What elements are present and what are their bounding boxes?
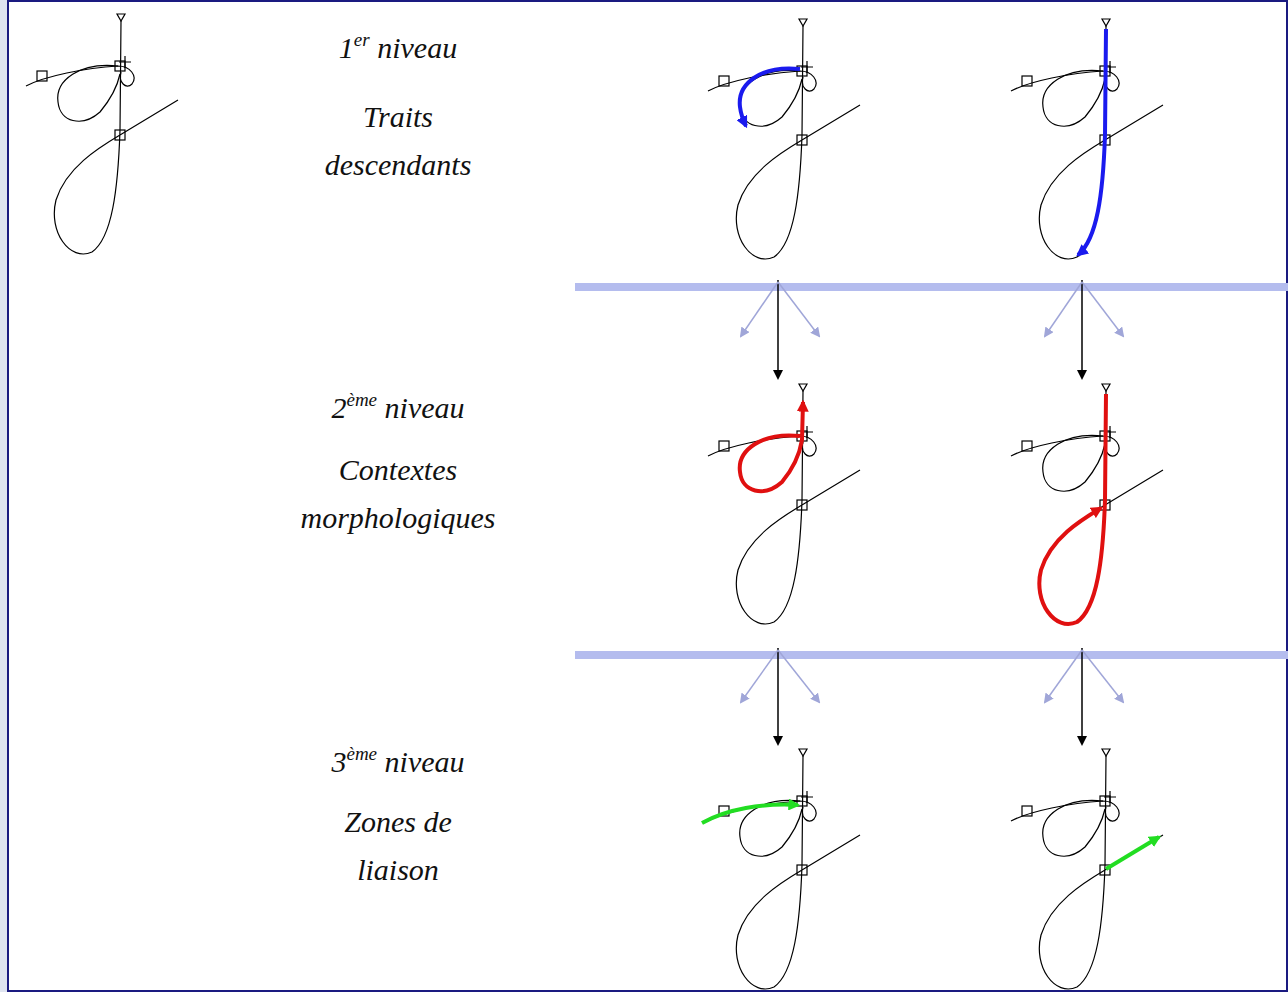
letter-figure bbox=[1011, 384, 1163, 624]
context-highlight bbox=[740, 402, 803, 491]
level-arrow bbox=[777, 280, 779, 378]
letter-figure bbox=[708, 749, 860, 989]
alternative-arrow bbox=[1082, 282, 1123, 336]
level-arrow bbox=[777, 648, 779, 744]
alternative-arrow bbox=[1045, 282, 1082, 336]
level-arrow bbox=[1081, 648, 1083, 744]
alternative-arrow bbox=[741, 282, 778, 336]
letter-figure bbox=[1011, 749, 1163, 989]
level-band bbox=[575, 651, 1288, 659]
level-arrow bbox=[1081, 280, 1083, 378]
stroke-highlight bbox=[1078, 29, 1106, 255]
alternative-arrow bbox=[778, 282, 819, 336]
context-highlight bbox=[1039, 394, 1106, 624]
alternative-arrow bbox=[778, 650, 819, 702]
letter-figure bbox=[1011, 19, 1163, 259]
level-description: Contextes morphologiques bbox=[283, 446, 513, 542]
level-description: Traits descendants bbox=[298, 93, 498, 189]
alternative-arrow bbox=[1045, 650, 1082, 702]
letter-figure bbox=[26, 14, 178, 254]
letter-figure bbox=[708, 19, 860, 259]
letter-figure bbox=[708, 384, 860, 624]
level-title: 1er niveau bbox=[238, 24, 558, 72]
alternative-arrow bbox=[1082, 650, 1123, 702]
level-band bbox=[575, 283, 1288, 291]
level-title: 2ème niveau bbox=[238, 384, 558, 432]
slide-frame bbox=[8, 1, 1287, 991]
link-highlight bbox=[1106, 837, 1159, 869]
link-highlight bbox=[702, 805, 798, 823]
level-title: 3ème niveau bbox=[238, 738, 558, 786]
stroke-highlight bbox=[740, 68, 800, 126]
level-description: Zones de liaison bbox=[313, 798, 483, 894]
alternative-arrow bbox=[741, 650, 778, 702]
